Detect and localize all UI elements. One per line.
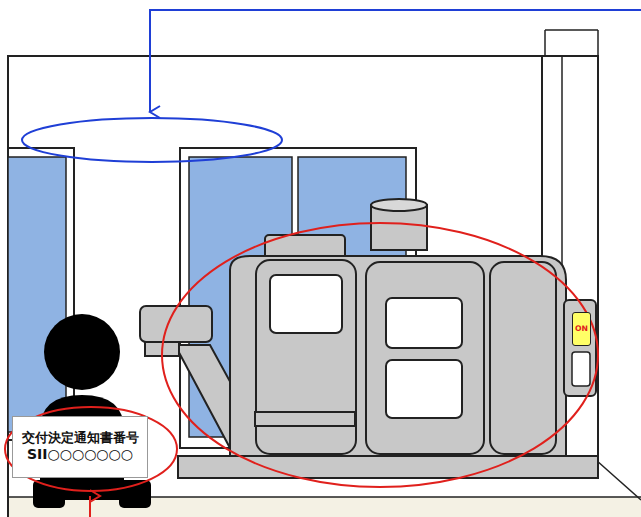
sign-heading: 交付決定通知書番号 <box>22 430 139 446</box>
number-sign: 交付決定通知書番号SII○○○○○○○ <box>12 416 148 478</box>
sign-number: SII○○○○○○○ <box>27 446 133 464</box>
on-button: ON <box>572 312 591 346</box>
sign-heading: ON <box>575 324 588 334</box>
